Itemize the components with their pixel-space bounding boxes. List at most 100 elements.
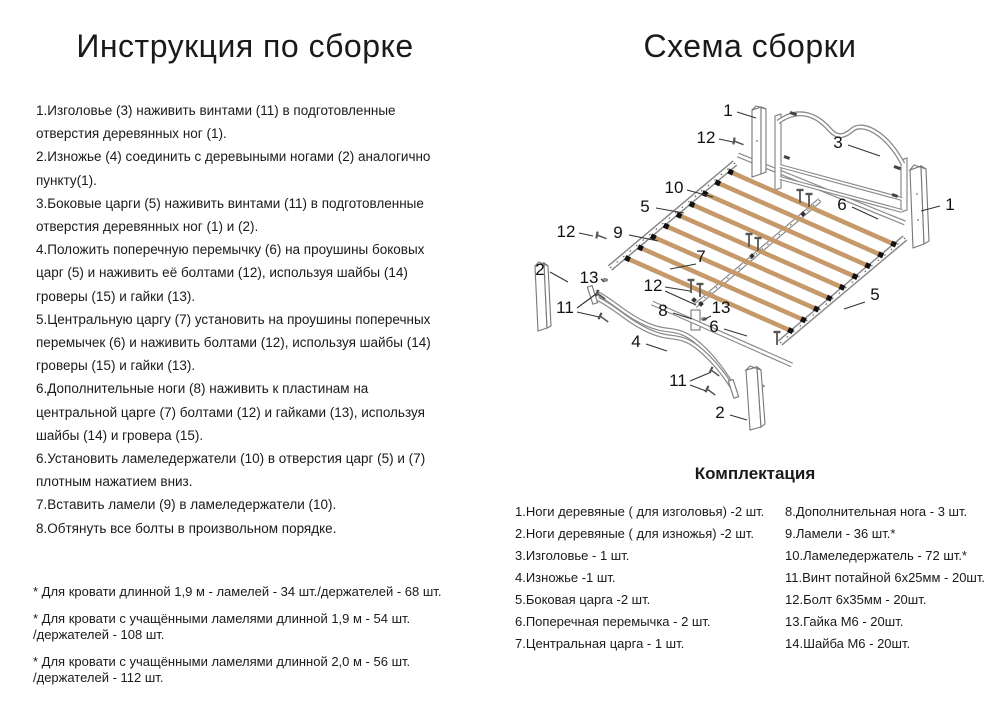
- parts-list-right: 8.Дополнительная нога - 3 шт.9.Ламели - …: [785, 501, 998, 655]
- label-leader-line: [718, 138, 734, 143]
- list-item: 2.Ноги деревяные ( для изножья) -2 шт.: [515, 526, 754, 541]
- list-item: 4.Изножье -1 шт.: [515, 570, 616, 585]
- slat-holder: [787, 327, 794, 335]
- label-leader-line: [847, 144, 881, 157]
- diagram-label: 8: [658, 301, 667, 320]
- side-rail-right: [777, 235, 908, 346]
- footnotes: * Для кровати длинной 1,9 м - ламелей - …: [33, 584, 503, 697]
- list-item: * Для кровати с учащёнными ламелями длин…: [33, 610, 411, 643]
- list-item: 3.Изголовье - 1 шт.: [515, 548, 630, 563]
- label-leader-line: [729, 414, 748, 421]
- headboard: [774, 111, 908, 213]
- slat: [639, 245, 805, 322]
- slat-holder: [864, 262, 872, 270]
- slat: [678, 213, 844, 290]
- list-item: 11.Винт потайной 6х25мм - 20шт.: [785, 570, 985, 585]
- label-leader-line: [672, 312, 693, 320]
- label-leader-line: [576, 311, 600, 318]
- slat-holder: [714, 179, 722, 187]
- diagram-label: 13: [712, 298, 731, 317]
- diagram-label: 1: [945, 195, 954, 214]
- slat-holder: [662, 222, 670, 230]
- diagram-label: 10: [665, 178, 684, 197]
- label-leader-line: [669, 263, 697, 270]
- slat-holder: [727, 168, 735, 176]
- list-item: 10.Ламеледержатель - 72 шт.*: [785, 548, 967, 563]
- slat-holder: [799, 316, 807, 324]
- slats-layer: [624, 168, 898, 335]
- parts-heading: Комплектация: [694, 464, 816, 483]
- slat: [626, 256, 792, 333]
- page-title-scheme: Схема сборки: [643, 28, 857, 64]
- diagram-label: 6: [709, 317, 718, 336]
- list-item: 13.Гайка М6 - 20шт.: [785, 614, 904, 629]
- label-leader-line: [723, 328, 748, 337]
- label-leader-line: [576, 293, 597, 309]
- slat-holder: [624, 255, 631, 263]
- slat: [691, 202, 856, 279]
- slat-holder: [890, 240, 898, 248]
- diagram-label: 1: [723, 101, 732, 120]
- label-leader-line: [843, 301, 866, 310]
- list-item: 7.Центральная царга - 1 шт.: [515, 636, 685, 651]
- list-item: 5.Боковая царга -2 шт.: [515, 592, 651, 607]
- screws-and-nuts: [594, 137, 744, 396]
- label-leader-line: [628, 234, 659, 242]
- diagram-label: 12: [697, 128, 716, 147]
- slat: [729, 169, 895, 247]
- slat: [665, 224, 831, 301]
- headboard-lugs: [783, 111, 902, 198]
- list-item: 6.Поперечная перемычка - 2 шт.: [515, 614, 711, 629]
- slat: [703, 191, 869, 268]
- label-leader-line: [600, 278, 605, 283]
- diagram-label: 5: [870, 285, 879, 304]
- diagram-label: 2: [715, 403, 724, 422]
- label-leader-line: [920, 205, 941, 212]
- diagram-label: 12: [644, 276, 663, 295]
- diagram-label: 13: [580, 268, 599, 287]
- side-rail-left: [607, 160, 738, 271]
- diagram-label: 3: [833, 133, 842, 152]
- diagram-label: 9: [613, 223, 622, 242]
- slat-holder: [825, 294, 833, 302]
- list-item: 14.Шайба М6 - 20шт.: [785, 636, 911, 651]
- list-item: 8.Дополнительная нога - 3 шт.: [785, 504, 968, 519]
- diagram-label: 11: [556, 298, 574, 317]
- leg-foot-right: [744, 365, 766, 431]
- page-title-instructions: Инструкция по сборке: [76, 28, 414, 64]
- label-leader-line: [702, 315, 712, 321]
- label-leader-line: [664, 286, 691, 292]
- label-leader-line: [736, 111, 757, 119]
- label-leader-line: [549, 271, 569, 283]
- diagram-label: 6: [837, 195, 846, 214]
- label-leader-line: [686, 189, 714, 198]
- slat-holder: [838, 283, 846, 291]
- slat-holder: [636, 244, 644, 252]
- diagram-label: 4: [631, 332, 640, 351]
- slat-holder: [688, 201, 696, 208]
- post-headboard-right: [908, 164, 930, 249]
- label-leader-line: [578, 232, 594, 237]
- slat-holder: [812, 305, 820, 313]
- diagram-label: 7: [696, 247, 705, 266]
- post-headboard-left: [751, 105, 767, 178]
- assembly-steps: 1.Изголовье (3) наживить винтами (11) в …: [36, 103, 431, 536]
- slat: [652, 234, 818, 312]
- slat-holder: [675, 211, 683, 219]
- slat-holder: [877, 251, 885, 259]
- slat-holder: [851, 273, 859, 280]
- label-leader-line: [689, 384, 707, 392]
- footboard: [586, 284, 740, 399]
- bolt-hardware: [687, 188, 813, 345]
- list-item: 12.Болт 6х35мм - 20шт.: [785, 592, 927, 607]
- diagram-label: 2: [535, 260, 544, 279]
- label-leader-line: [689, 372, 710, 382]
- parts-list-left: 1.Ноги деревяные ( для изголовья) -2 шт.…: [515, 501, 780, 655]
- list-item: * Для кровати длинной 1,9 м - ламелей - …: [33, 584, 442, 599]
- leg-foot-left: [534, 261, 552, 332]
- slat: [716, 180, 882, 257]
- label-leader-line: [851, 206, 879, 220]
